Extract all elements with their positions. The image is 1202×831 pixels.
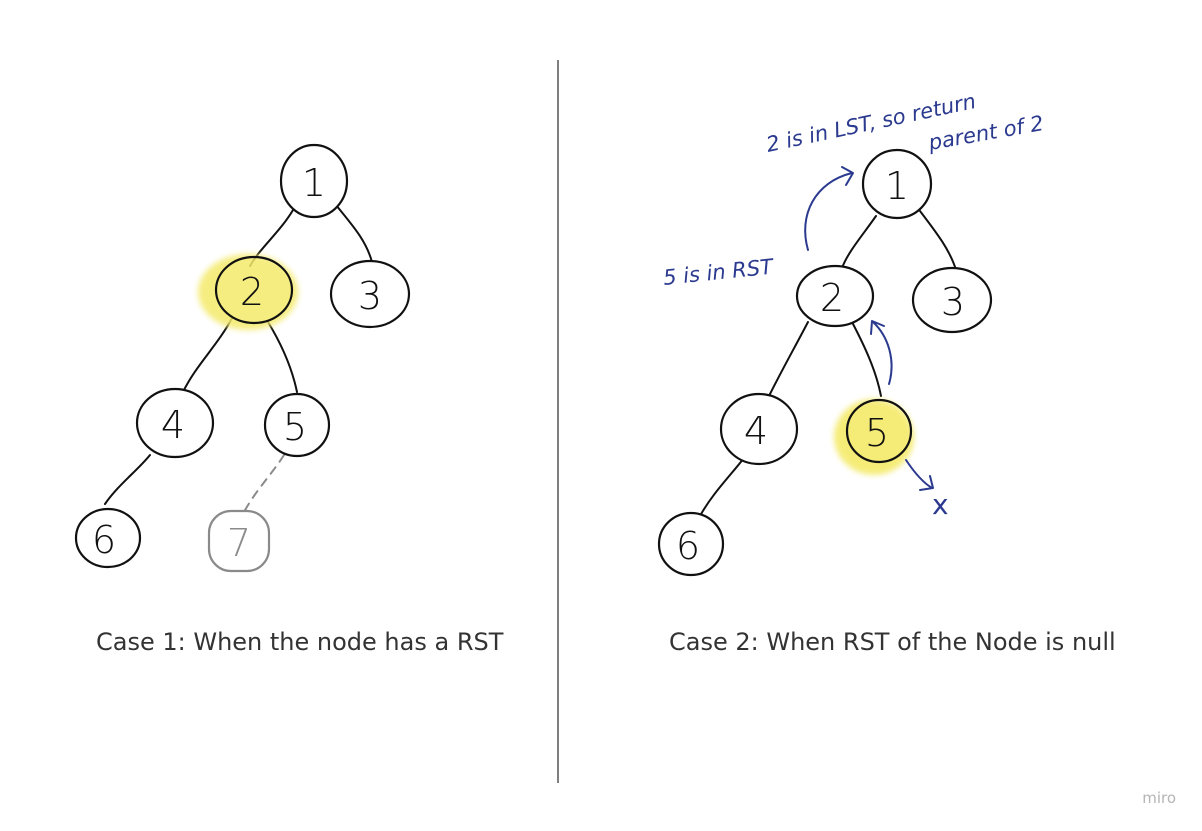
node-label: 3: [941, 280, 965, 324]
tree-node-5: 5: [845, 398, 913, 464]
caption-case-2: Case 2: When RST of the Node is null: [669, 628, 1116, 656]
tree-node-4: 4: [135, 387, 215, 459]
node-label: 4: [744, 409, 768, 453]
node-label: 6: [92, 518, 116, 562]
tree-node-7-ghost: 7: [207, 509, 271, 573]
tree-node-5: 5: [263, 392, 331, 458]
edge-1-3: [335, 204, 373, 263]
tree-node-6: 6: [657, 511, 725, 577]
highlight-node-5: [834, 399, 914, 475]
node-label: 6: [676, 524, 700, 568]
edge-2-5: [851, 321, 882, 397]
arrowhead-up-to-node-1: [841, 166, 854, 186]
tree-node-1: 1: [279, 143, 349, 219]
node-label: 1: [302, 161, 326, 205]
tree-node-1: 1: [861, 148, 933, 220]
edge-4-6: [699, 457, 745, 517]
node-label: 3: [358, 274, 382, 318]
node-label: 5: [865, 411, 889, 455]
highlight-node-2: [198, 254, 298, 330]
edge-4-6: [104, 454, 151, 505]
null-mark: x: [932, 488, 949, 521]
edge-2-5: [267, 321, 298, 393]
rst-note: 5 is in RST: [662, 254, 776, 290]
arrow-up-to-node-1: [804, 172, 853, 251]
tree-node-3: 3: [329, 259, 411, 329]
node-label: 7: [227, 521, 251, 565]
miro-watermark: miro: [1142, 789, 1176, 807]
node-label: 1: [885, 164, 909, 208]
edge-1-2: [841, 215, 877, 269]
arrowhead-up-to-node-2: [870, 320, 885, 335]
caption-case-1: Case 1: When the node has a RST: [96, 628, 504, 656]
arrow-right-to-null: [905, 459, 933, 489]
arrow-up-to-node-2: [872, 321, 893, 385]
arrowhead-right-to-null: [919, 475, 934, 491]
tree-node-2: 2: [214, 255, 294, 325]
node-label: 5: [283, 405, 307, 449]
tree-node-6: 6: [74, 507, 142, 569]
edge-2-4: [769, 321, 809, 395]
edge-2-4: [182, 317, 233, 393]
tree-node-4: 4: [719, 392, 799, 466]
node-label: 2: [240, 270, 264, 314]
tree-node-3: 3: [911, 266, 993, 334]
node-label: 2: [820, 276, 844, 320]
edge-1-3: [919, 210, 957, 271]
node-label: 4: [161, 403, 185, 447]
tree-node-2: 2: [795, 264, 875, 328]
panel-case-1: 1 2 3 4 5 6 7: [74, 143, 411, 573]
panel-case-2: 1 2 3 4 5 6 2 is in LST, so return: [657, 89, 1045, 577]
edge-5-7: [243, 454, 285, 513]
